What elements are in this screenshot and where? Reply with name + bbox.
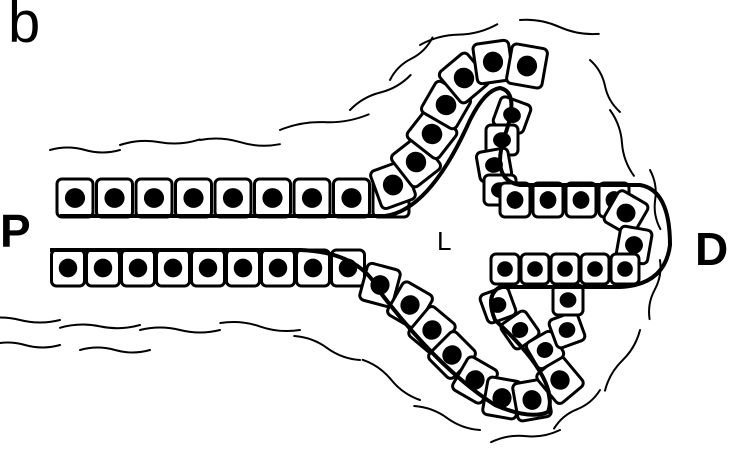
epithelial-cell [176, 179, 212, 217]
fibroblast [491, 428, 561, 445]
cell-nucleus [560, 292, 577, 308]
epithelial-cell [521, 254, 549, 284]
cell-nucleus [164, 259, 182, 278]
epithelial-cell [122, 250, 155, 286]
epithelial-cell [57, 179, 93, 217]
cell-nucleus [497, 261, 513, 277]
cell-nucleus [341, 188, 361, 208]
lumen-label: L [437, 228, 451, 254]
epithelial-cell [97, 179, 133, 217]
distal-label: D [695, 226, 728, 272]
fibroblast [293, 334, 360, 363]
epithelial-cell [262, 250, 295, 286]
cell-nucleus [587, 261, 603, 277]
fibroblast [361, 358, 421, 402]
cell-nucleus [144, 188, 164, 208]
epithelial-cell [294, 179, 330, 217]
epithelial-cell [491, 254, 519, 284]
fibroblast [120, 137, 200, 148]
cell-nucleus [262, 188, 282, 208]
cell-nucleus [183, 188, 203, 208]
epithelial-cell [334, 179, 370, 217]
epithelial-cell [297, 250, 330, 286]
epithelial-cell [52, 250, 85, 286]
cell-nucleus [573, 191, 590, 209]
fibroblast [200, 138, 280, 147]
cell-nucleus [199, 259, 217, 278]
cell-nucleus [65, 188, 85, 208]
cell-nucleus [527, 261, 543, 277]
cell-nucleus [507, 191, 524, 209]
cell-nucleus [234, 259, 252, 278]
cell-nucleus [129, 259, 147, 278]
epithelial-cell [566, 183, 596, 217]
fibroblast [520, 18, 600, 37]
fibroblast [140, 328, 220, 333]
epithelial-cell [227, 250, 260, 286]
epithelial-cell [215, 179, 251, 217]
fibroblast [220, 321, 300, 333]
epithelial-cell [500, 183, 530, 217]
epithelial-cell [192, 250, 225, 286]
fibroblast [280, 112, 370, 133]
cell-nucleus [269, 259, 287, 278]
epithelial-cell [87, 250, 120, 286]
fibroblast [413, 404, 480, 433]
cell-nucleus [223, 188, 243, 208]
fibroblast [349, 73, 412, 112]
fibroblast [603, 329, 642, 392]
epithelial-cell [506, 43, 548, 89]
epithelial-cell [136, 179, 172, 217]
panel-label: b [8, 0, 40, 52]
epithelial-cell [611, 254, 639, 284]
cell-nucleus [59, 259, 77, 278]
epithelial-cell [553, 285, 583, 315]
cell-nucleus [104, 188, 124, 208]
epithelial-cell [255, 179, 291, 217]
proximal-label: P [0, 208, 31, 254]
epithelial-cell [157, 250, 190, 286]
fibroblast [608, 109, 637, 176]
epithelial-cell [581, 254, 609, 284]
cell-nucleus [557, 261, 573, 277]
fibroblast [588, 59, 622, 113]
fibroblast [60, 323, 140, 331]
cell-nucleus [540, 191, 557, 209]
epithelial-cell [533, 183, 563, 217]
fibroblast [80, 348, 150, 353]
fibroblast [0, 318, 60, 323]
cell-nucleus [304, 259, 322, 278]
fibroblast [0, 343, 60, 348]
cell-nucleus [94, 259, 112, 278]
cell-nucleus [617, 261, 633, 277]
epithelial-cell [551, 254, 579, 284]
epithelial-cells [52, 40, 653, 422]
cell-nucleus [302, 188, 322, 208]
fibroblast [50, 148, 120, 153]
